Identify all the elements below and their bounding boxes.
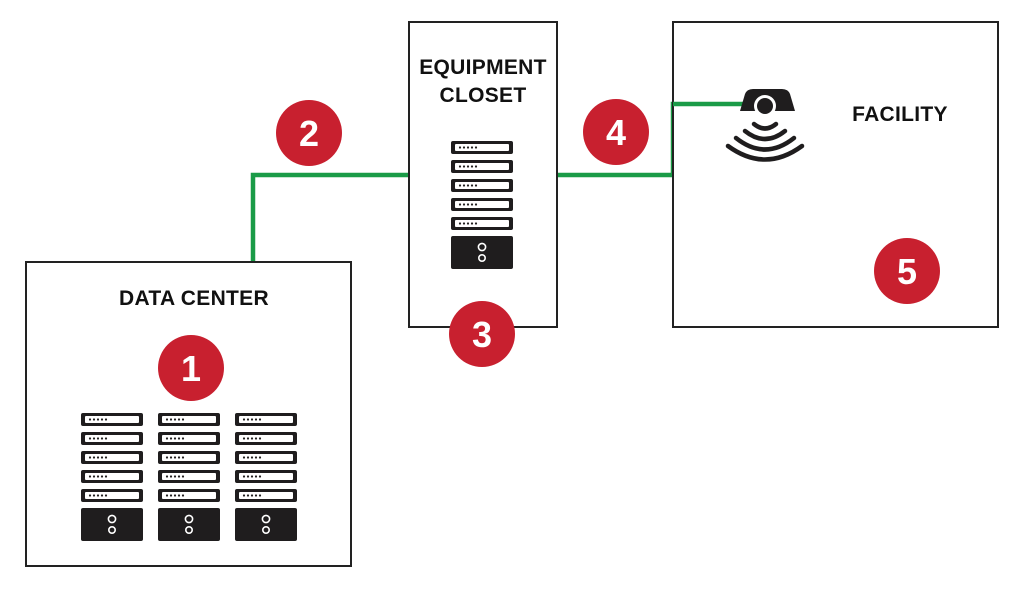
link-datacenter-closet	[250, 172, 409, 262]
badge-2-number: 2	[299, 113, 319, 154]
badge-5: 5	[874, 238, 940, 304]
badge-3-number: 3	[472, 314, 492, 355]
server-rack-icon	[450, 140, 514, 270]
badge-2: 2	[276, 100, 342, 166]
badge-3: 3	[449, 301, 515, 367]
facility-box	[672, 21, 999, 328]
badge-5-number: 5	[897, 251, 917, 292]
badge-4-number: 4	[606, 112, 626, 153]
badge-1-number: 1	[181, 348, 201, 389]
equipment-closet-label-line1: EQUIPMENT	[419, 56, 547, 79]
equipment-closet-box	[408, 21, 558, 328]
badge-1: 1	[158, 335, 224, 401]
data-center-label: DATA CENTER	[119, 287, 269, 310]
facility-label: FACILITY	[852, 103, 948, 126]
server-rack-icon	[157, 412, 221, 542]
server-rack-icon	[80, 412, 144, 542]
equipment-closet-label-line2: CLOSET	[440, 84, 527, 107]
wireless-camera-icon	[725, 89, 805, 162]
server-rack-icon	[234, 412, 298, 542]
badge-4: 4	[583, 99, 649, 165]
